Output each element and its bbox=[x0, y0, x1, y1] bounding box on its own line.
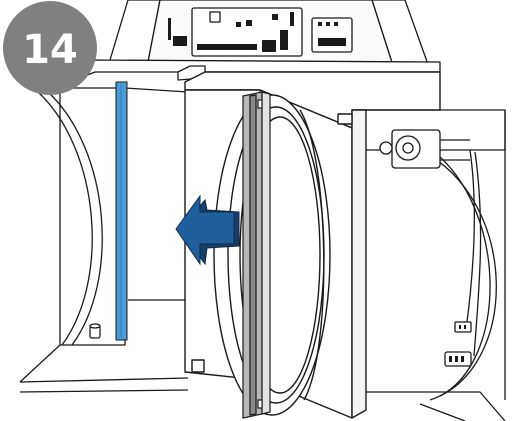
door-ring bbox=[213, 94, 331, 416]
step-number: 14 bbox=[22, 27, 78, 73]
connector-detail bbox=[449, 325, 466, 362]
left-frame bbox=[19, 87, 189, 393]
step-badge: 14 bbox=[3, 1, 97, 95]
control-board-housing bbox=[109, 0, 431, 73]
motor-housing bbox=[351, 109, 506, 421]
door-rail bbox=[242, 91, 271, 419]
arrow-left-icon bbox=[175, 194, 240, 266]
circuit-components bbox=[168, 12, 346, 52]
blue-seal-strip bbox=[115, 81, 128, 341]
